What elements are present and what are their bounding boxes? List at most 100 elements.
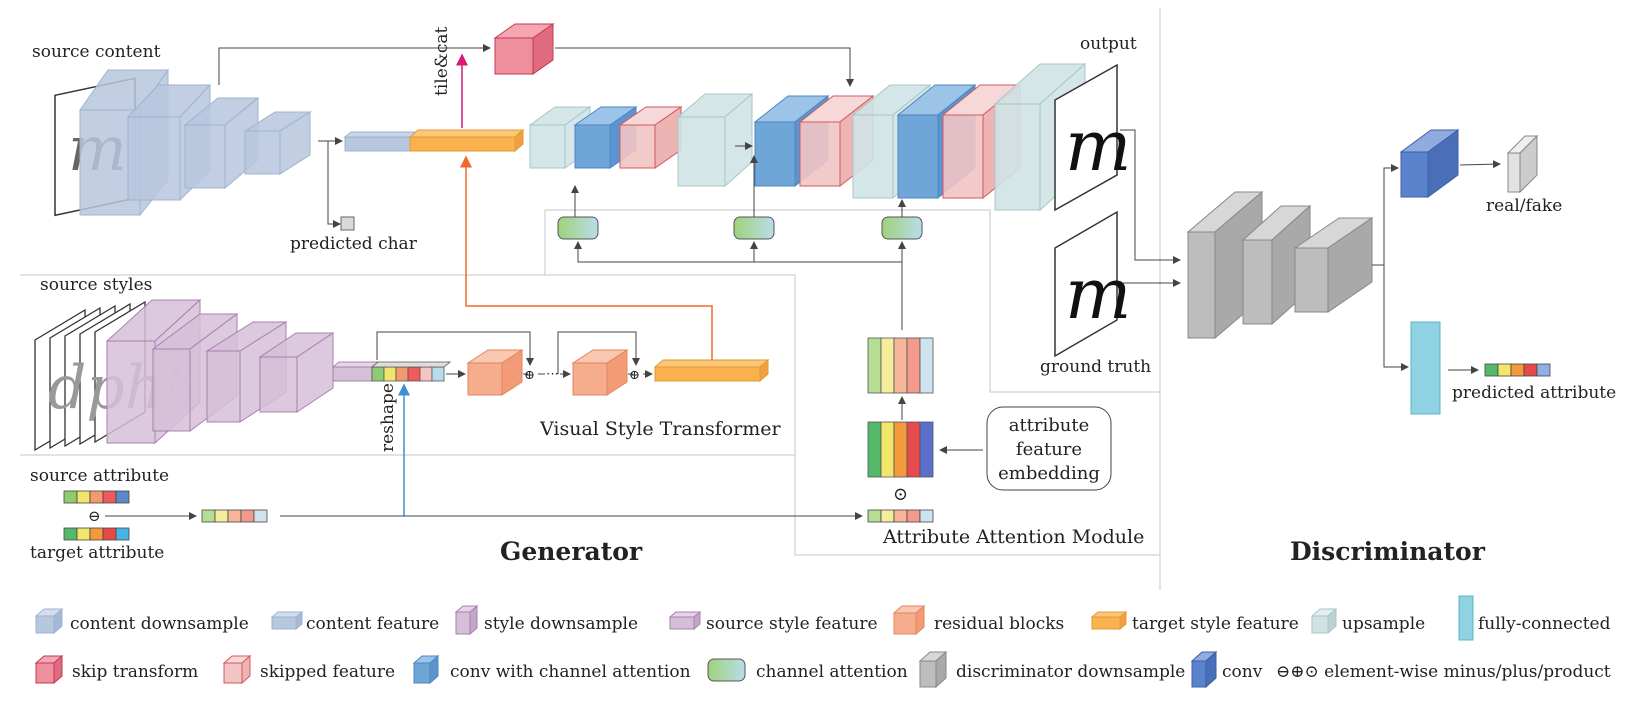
- legend-label: skip transform: [72, 662, 199, 682]
- content-downsample-block: [243, 111, 312, 175]
- target-style-feature-icon: [1090, 610, 1128, 631]
- disc-input-arrows: [1120, 129, 1181, 287]
- legend-label: content downsample: [70, 614, 249, 634]
- ground-truth-glyph: m: [1065, 253, 1131, 335]
- channel-attention-pill: [733, 216, 775, 240]
- source-style-feature-bar: [331, 361, 380, 382]
- discriminator-downsample-icon: [918, 650, 948, 689]
- ellipsis: ⋯: [546, 367, 559, 382]
- product-symbol: ⊙: [893, 484, 908, 505]
- attribute-embedding-matrix: [867, 421, 934, 478]
- visual-style-transformer-label: Visual Style Transformer: [540, 418, 781, 440]
- discriminator-heads-arrows: [1372, 160, 1501, 374]
- output-image: m: [1054, 63, 1131, 212]
- legend-label: content feature: [306, 614, 440, 634]
- conv-block: [1399, 129, 1460, 198]
- plus-symbol: ⊕: [524, 368, 535, 383]
- content-downsample-stack: [79, 68, 312, 217]
- content-feature-bar: [343, 131, 418, 152]
- legend-label: discriminator downsample: [956, 662, 1186, 682]
- legend-label: conv: [1222, 662, 1263, 682]
- discriminator-downsample-block: [1293, 217, 1374, 313]
- predicted-char-branch: [318, 137, 343, 228]
- architecture-diagram: m: [20, 8, 1551, 590]
- channel-attention-pill: [881, 216, 923, 240]
- afe-line2: feature: [1016, 439, 1082, 460]
- target-attribute-strip: [63, 527, 130, 541]
- attribute-difference-strip: [201, 509, 268, 523]
- skip-transform-cube: [493, 23, 555, 75]
- target-style-arrow: [460, 155, 713, 360]
- afe-line3: embedding: [998, 463, 1100, 484]
- target-style-feature-bar: [653, 358, 770, 383]
- legend-label: conv with channel attention: [450, 662, 691, 682]
- ground-truth-image: m: [1054, 210, 1131, 358]
- content-feature-icon: [270, 610, 304, 631]
- residual-block: [466, 349, 524, 396]
- output-glyph: m: [1065, 105, 1131, 187]
- generator-label: Generator: [500, 537, 643, 566]
- skipped-feature-block: [618, 106, 683, 169]
- predicted-attribute-strip: [1484, 363, 1551, 377]
- residual-block: [571, 349, 629, 396]
- ground-truth-label: ground truth: [1040, 357, 1152, 377]
- residual-blocks-icon: [892, 604, 926, 636]
- channel-attention-pill: [557, 216, 599, 240]
- plus-symbol: ⊕: [629, 368, 640, 383]
- region-outlines: [20, 8, 1161, 590]
- discriminator-downsample-block: [1241, 204, 1312, 326]
- elementwise-ops-icon legend-label: ⊖⊕⊙ element-wise minus/plus/product: [1276, 662, 1611, 682]
- upsample-icon: [1310, 607, 1338, 635]
- predicted-char-box: [340, 216, 355, 231]
- source-styles-label: source styles: [40, 275, 153, 295]
- discriminator-downsample-stack: [1186, 190, 1374, 340]
- legend-label: channel attention: [756, 662, 908, 682]
- style-downsample-block: [258, 332, 335, 413]
- legend: content downsample content feature style…: [0, 592, 1627, 712]
- afe-line1: attribute: [1009, 415, 1090, 436]
- source-style-feature-icon: [668, 610, 702, 631]
- channel-attention-arrows: [571, 155, 906, 330]
- legend-label: upsample: [1342, 614, 1426, 634]
- style-downsample-icon: [454, 604, 479, 636]
- channel-attention-row: [557, 216, 923, 240]
- attribute-feature-embedding-box: [986, 406, 1112, 491]
- source-content-label: source content: [32, 42, 161, 62]
- upsample-block: [676, 92, 754, 188]
- style-downsample-stack: [105, 298, 335, 445]
- conv-icon: [1190, 650, 1218, 689]
- minus-symbol: ⊖: [88, 507, 101, 525]
- real-fake-label: real/fake: [1486, 196, 1563, 216]
- predicted-attribute-label: predicted attribute: [1452, 383, 1617, 403]
- attention-weighted-matrix: [867, 337, 934, 394]
- decoder-stack: [528, 62, 1087, 212]
- skip-path: [218, 44, 854, 87]
- attention-product-strip: [867, 509, 934, 523]
- skip-transform-icon: [34, 654, 64, 685]
- skipped-feature-icon: [222, 654, 252, 685]
- source-attribute-strip: [63, 490, 130, 504]
- conv-channel-attention-icon: [412, 654, 440, 685]
- legend-label: style downsample: [484, 614, 639, 634]
- content-downsample-icon: [34, 607, 64, 635]
- target-attribute-label: target attribute: [30, 543, 165, 563]
- legend-label: fully-connected: [1478, 614, 1611, 634]
- legend-label: skipped feature: [260, 662, 396, 682]
- real-fake-output: [1506, 134, 1539, 194]
- tile-cat-label: tile&cat: [432, 26, 452, 96]
- output-label: output: [1080, 34, 1137, 54]
- source-attribute-label: source attribute: [30, 466, 170, 486]
- fully-connected-icon: [1458, 595, 1474, 641]
- channel-attention-icon: [707, 658, 746, 682]
- predicted-char-label: predicted char: [290, 234, 417, 254]
- target-style-feature-bar: [408, 128, 525, 153]
- legend-label: residual blocks: [934, 614, 1065, 634]
- style-token-strip: [370, 361, 452, 382]
- residual-connections: [376, 331, 653, 378]
- reshape-label: reshape: [378, 383, 398, 452]
- legend-label: source style feature: [706, 614, 878, 634]
- legend-label: target style feature: [1132, 614, 1299, 634]
- fully-connected-block: [1410, 321, 1441, 415]
- attribute-attention-module-label: Attribute Attention Module: [883, 526, 1145, 548]
- discriminator-label: Discriminator: [1290, 537, 1485, 566]
